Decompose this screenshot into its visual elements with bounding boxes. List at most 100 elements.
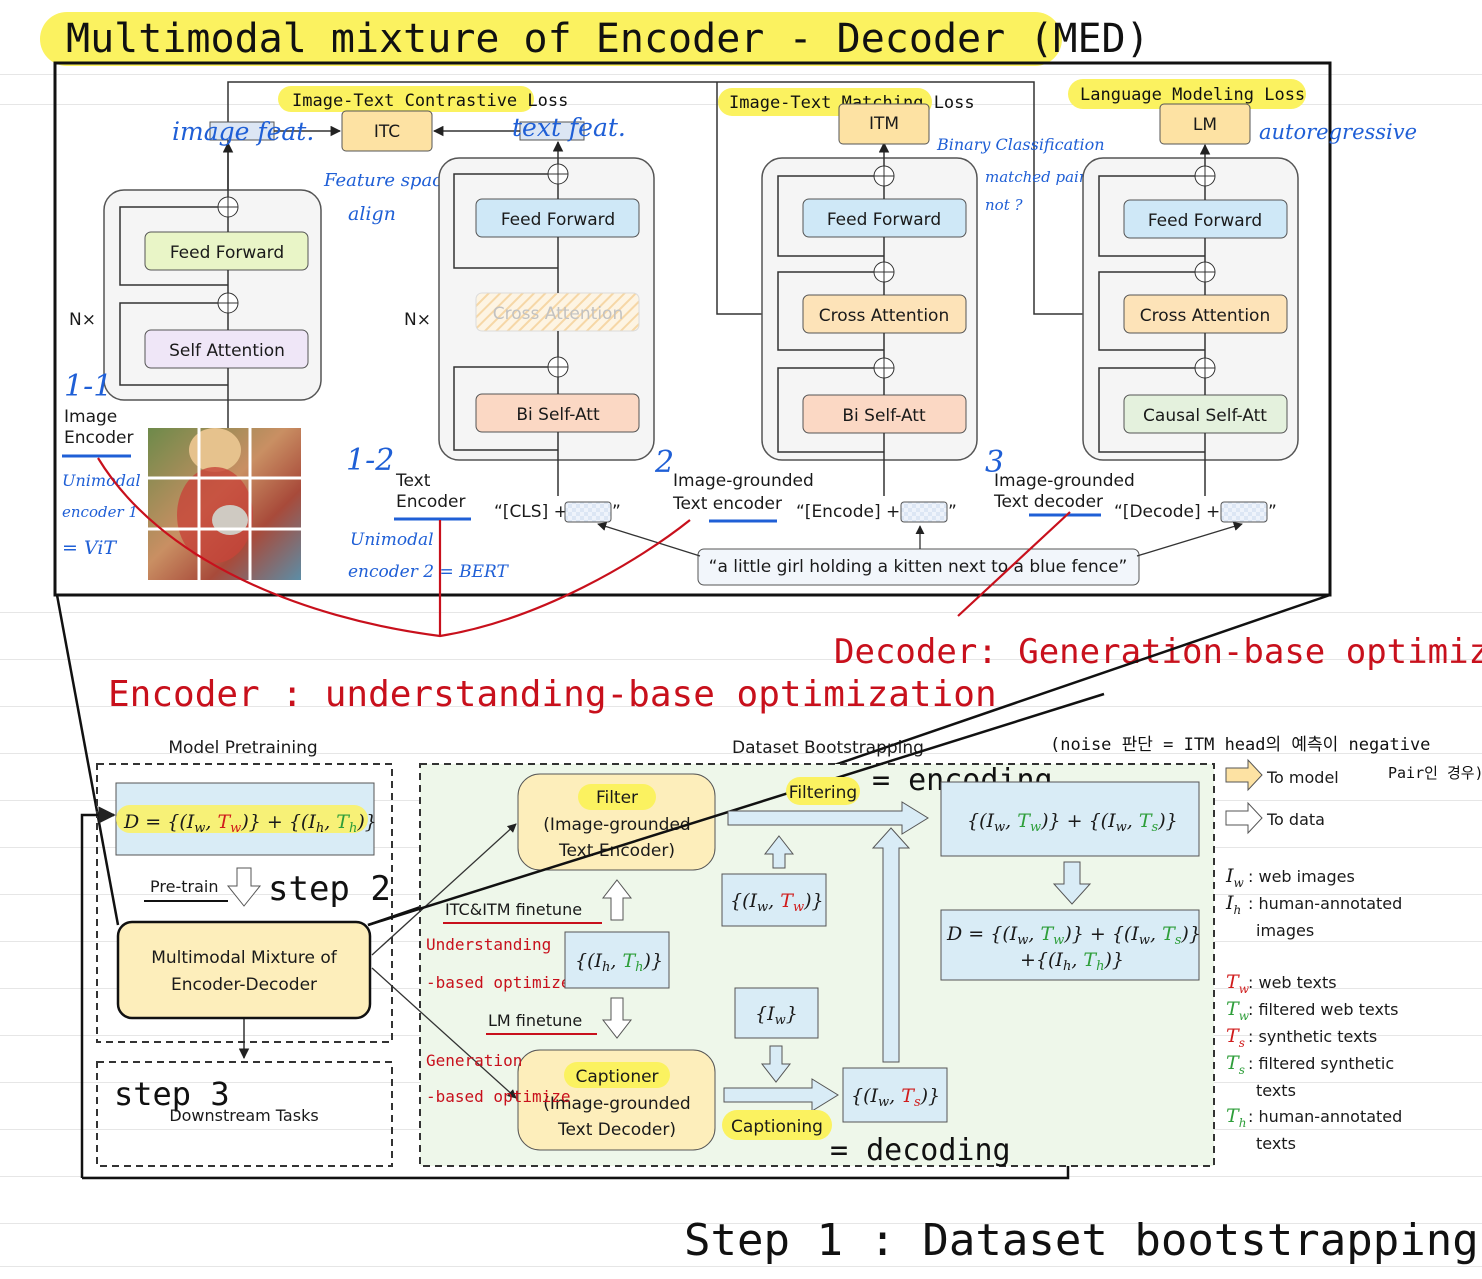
legend-text: : human-annotated [1248, 1107, 1402, 1126]
noise-note-line1: (noise 판단 = ITM head의 예측이 negative [1050, 735, 1430, 755]
legend-text: : filtered web texts [1248, 1000, 1399, 1019]
legend-symbol: Iw [1225, 865, 1245, 890]
step2-annotation: step 2 [268, 869, 391, 909]
lm-loss-highlight [1068, 79, 1306, 109]
to-model-label: To model [1266, 768, 1339, 787]
to-model-legend-arrow [1225, 758, 1263, 792]
ruled-line [0, 1266, 1482, 1267]
ruled-line [0, 1176, 1482, 1177]
image-feed-forward-block [144, 231, 309, 271]
cls-token-label: “[CLS] + [494, 502, 568, 522]
itc-itm-up-arrow [601, 879, 633, 921]
captioner-line3: Text Decoder) [557, 1120, 676, 1140]
understanding-annotation-2: -based optimize [426, 973, 571, 992]
generation-annotation-2: -based optimize [426, 1087, 571, 1106]
filtered-down-arrow [1052, 861, 1092, 905]
new-dataset-formula-line2: +{(Ih, Th)} [1020, 949, 1124, 974]
annotation-3: 3 [985, 445, 1004, 480]
pretrain-label: Pre-train [150, 877, 218, 896]
lm-loss-label: Language Modeling Loss [1080, 85, 1305, 105]
decoding-annotation: = decoding [830, 1133, 1011, 1168]
itc-loss-highlight [278, 86, 534, 112]
annotation-1-2: 1-2 [346, 443, 394, 478]
noise-note-line2: Pair인 경우) [1388, 764, 1482, 782]
grounded-decoder-title-2: Text decoder [993, 492, 1103, 512]
binary-classification-annotation: Binary Classification [936, 135, 1105, 154]
image-feat-annotation: image feat. [172, 117, 314, 146]
image-encoder-nx: N× [69, 310, 96, 330]
encoder-optimization-note: Encoder : understanding-base optimizatio… [108, 674, 997, 715]
itc-loss-label: Image-Text Contrastive Loss [292, 91, 568, 111]
title-highlight [40, 12, 1062, 66]
filtering-arrow [727, 801, 929, 835]
understanding-annotation-1: Understanding [426, 935, 551, 954]
model-pretraining-title: Model Pretraining [168, 738, 317, 758]
caption-box [697, 548, 1140, 586]
legend-text: : human-annotated [1248, 894, 1402, 913]
cls-token-close: ” [612, 502, 621, 522]
encode-token-label: “[Encode] + [796, 502, 900, 522]
downstream-panel [96, 1061, 393, 1167]
med-box-line1: Multimodal Mixture of [151, 948, 338, 968]
new-dataset-box [940, 909, 1200, 981]
lm-head-label: LM [1193, 115, 1217, 135]
itm-bi-self-att-label: Bi Self-Att [842, 406, 926, 426]
autoregressive-annotation: autoregressive [1259, 120, 1417, 144]
legend-text: texts [1256, 1134, 1296, 1153]
not-annotation: not ? [985, 196, 1023, 214]
text-encoder-title-1: Text [395, 471, 431, 491]
step1-annotation: Step 1 : Dataset bootstrapping [684, 1215, 1479, 1266]
text-cross-attention-label: Cross Attention [493, 304, 623, 324]
synthetic-up-arrow [871, 827, 911, 1063]
legend-text: texts [1256, 1081, 1296, 1100]
text-feat-annotation: text feat. [512, 113, 626, 142]
human-annotated-data-box [564, 931, 670, 989]
image-encoder-title-1: Image [64, 407, 117, 427]
lm-head [1159, 103, 1251, 145]
filtered-data-formula: {(Iw, Tw)} + {(Iw, Ts)} [967, 810, 1178, 835]
pretrain-arrow [226, 867, 262, 907]
synthetic-data-box [842, 1067, 948, 1123]
matched-pair-annotation: matched pair? [985, 168, 1095, 186]
text-encoder: Feed Forward Cross Attention Bi Self-Att [438, 140, 655, 496]
lm-cross-attention-label: Cross Attention [1140, 306, 1270, 326]
itc-head-label: ITC [374, 122, 400, 142]
lm-finetune-label: LM finetune [488, 1011, 582, 1030]
med-box [117, 921, 371, 1019]
filtering-label: Filtering [789, 783, 857, 803]
dataset-bootstrapping-title: Dataset Bootstrapping [732, 738, 924, 758]
med-box-line2: Encoder-Decoder [171, 975, 317, 995]
grounded-decoder-title-1: Image-grounded [994, 471, 1135, 491]
page-title: Multimodal mixture of Encoder - Decoder … [66, 16, 1150, 62]
annotation-2: 2 [654, 445, 674, 480]
itm-head [838, 103, 930, 145]
unimodal-encoder-1-line1: Unimodal [62, 471, 141, 490]
ruled-line [0, 612, 1482, 613]
decode-token-close: ” [1268, 502, 1277, 522]
unimodal-encoder-1-line2: encoder 1 [62, 503, 138, 521]
encoder-bracket-curve [97, 457, 691, 638]
legend-text: images [1256, 921, 1314, 940]
encode-text-token [900, 501, 948, 523]
filter-title: Filter [596, 788, 638, 808]
itm-feed-forward-label: Feed Forward [827, 210, 941, 230]
new-dataset-formula-line1: D = {(Iw, Tw)} + {(Iw, Ts)} [946, 923, 1201, 948]
captioning-label: Captioning [731, 1117, 823, 1137]
lm-feed-forward-label: Feed Forward [1148, 211, 1262, 231]
encode-token-close: ” [948, 502, 957, 522]
legend-text: : web texts [1248, 973, 1337, 992]
ruled-line [0, 753, 1482, 754]
image-self-attention-block [144, 329, 309, 369]
filtered-data-box [940, 781, 1200, 857]
filter-line2: (Image-grounded [543, 815, 690, 835]
top-architecture-frame [53, 61, 1332, 597]
grounded-encoder-title-2: Text encoder [672, 494, 782, 514]
ruled-line [0, 1223, 1482, 1224]
itm-head-label: ITM [869, 114, 899, 134]
web-data-box [721, 873, 827, 927]
legend-text: : filtered synthetic [1248, 1054, 1394, 1073]
itc-head [341, 110, 433, 152]
ruled-line [0, 74, 1482, 75]
ruled-line [0, 706, 1482, 707]
